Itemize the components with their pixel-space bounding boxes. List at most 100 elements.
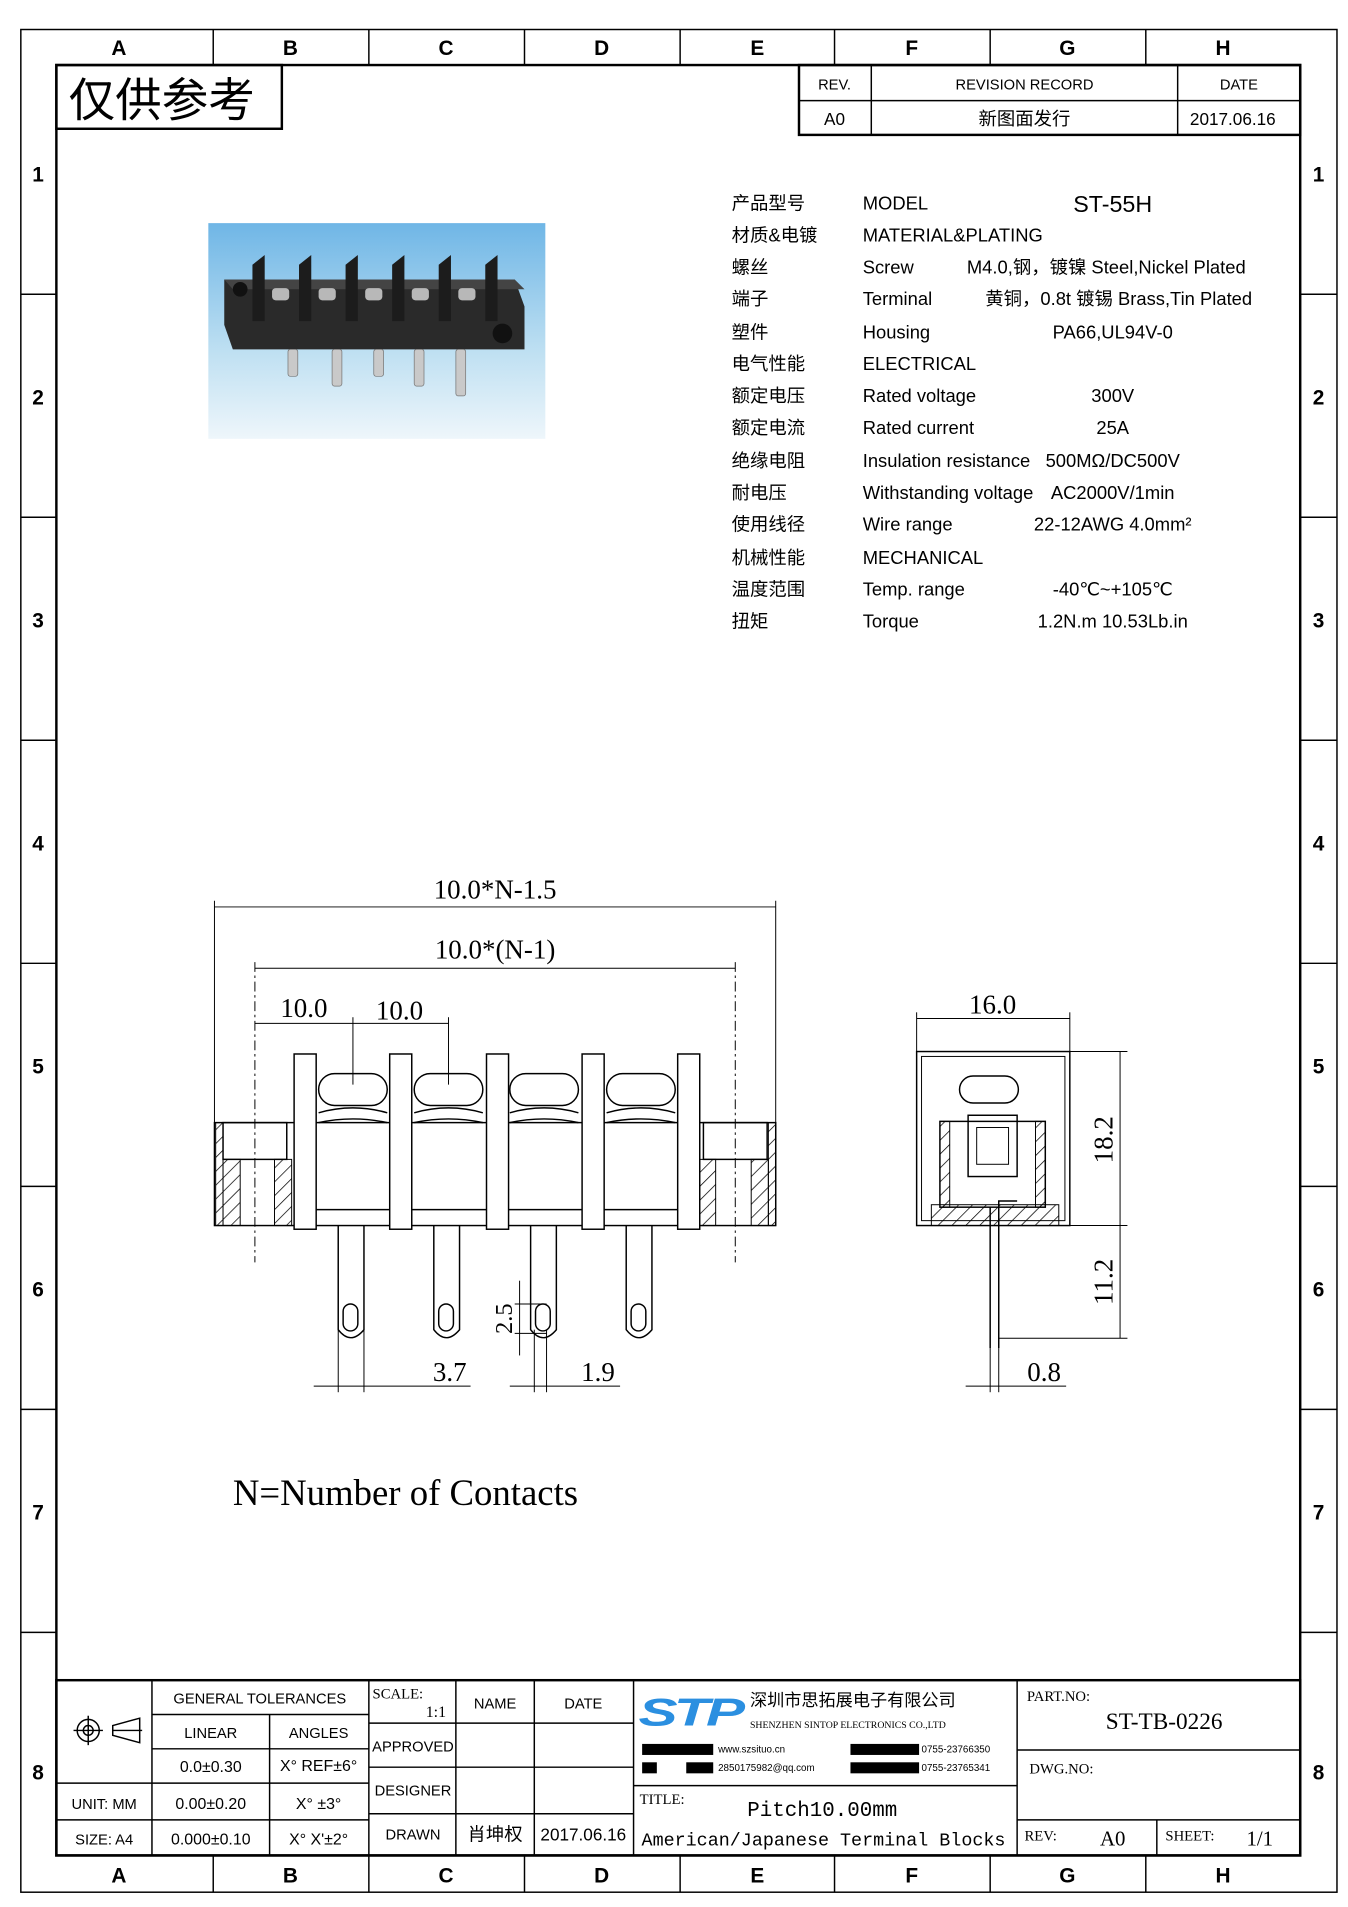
row-label: 6	[32, 1279, 44, 1302]
spec-row: 螺丝 Screw M4.0,钢，镀镍 Steel,Nickel Plated	[732, 256, 1246, 277]
tolerance-angle: X° REF±6°	[280, 1758, 357, 1775]
spec-cn: 螺丝	[732, 256, 769, 277]
contacts-note: N=Number of Contacts	[233, 1472, 578, 1513]
spec-cn: 机械性能	[732, 547, 805, 568]
row-label: 3	[32, 610, 44, 633]
title-line-2: American/Japanese Terminal Blocks	[642, 1831, 1006, 1852]
dim-side-height: 18.2	[1089, 1116, 1119, 1163]
spec-en: Torque	[863, 611, 919, 632]
spec-en: Withstanding voltage	[863, 482, 1034, 503]
spec-en: Rated voltage	[863, 385, 976, 406]
tolerance-angle: X° ±3°	[296, 1796, 341, 1813]
spec-row: 产品型号 MODEL ST-55H	[732, 191, 1153, 217]
tolerance-linear: 0.0±0.30	[180, 1759, 242, 1776]
column-label: D	[594, 1864, 609, 1887]
spec-cn: 端子	[732, 288, 769, 309]
column-label: D	[594, 37, 609, 60]
spec-en: Rated current	[863, 417, 974, 438]
tolerance-linear: 0.000±0.10	[171, 1831, 251, 1848]
column-label: C	[439, 37, 454, 60]
row-label: 4	[32, 833, 44, 856]
dim-pin-thickness: 1.9	[581, 1357, 615, 1387]
spec-cn: 扭矩	[732, 611, 769, 632]
spec-en: Temp. range	[863, 579, 965, 600]
company-logo: STP	[638, 1692, 746, 1735]
spec-cn: 产品型号	[732, 193, 805, 214]
dim-side-width: 16.0	[969, 990, 1016, 1020]
tolerance-linear: 0.00±0.20	[175, 1796, 246, 1813]
revision-date-value: 2017.06.16	[1190, 109, 1276, 129]
rev-value: A0	[1100, 1827, 1125, 1851]
row-label: 2	[1313, 386, 1325, 409]
spec-cn: 额定电压	[732, 385, 805, 406]
spec-value: -40℃~+105℃	[1053, 579, 1173, 600]
dim-span: 10.0*(N-1)	[435, 934, 556, 964]
column-label: F	[905, 37, 918, 60]
tolerance-angle: X° X'±2°	[289, 1831, 348, 1848]
column-label: H	[1215, 37, 1230, 60]
spec-cn: 额定电流	[732, 417, 805, 438]
spec-en: Housing	[863, 321, 930, 342]
column-label: C	[439, 1864, 454, 1887]
projection-symbol-icon	[73, 1715, 143, 1746]
general-tolerances-label: GENERAL TOLERANCES	[173, 1691, 346, 1707]
spec-cn: 电气性能	[732, 353, 805, 374]
approved-label: APPROVED	[372, 1739, 454, 1755]
spec-cn: 塑件	[732, 321, 769, 342]
column-label: G	[1059, 1864, 1075, 1887]
column-label: H	[1215, 1864, 1230, 1887]
column-label: B	[283, 37, 298, 60]
product-photo	[208, 223, 546, 439]
column-label: E	[750, 1864, 764, 1887]
company-phone: 0755-23766350	[922, 1744, 991, 1755]
part-no-label: PART.NO:	[1027, 1689, 1090, 1705]
spec-en: MATERIAL&PLATING	[863, 225, 1043, 246]
revision-record-header: REVISION RECORD	[956, 78, 1094, 94]
spec-value: ST-55H	[1073, 191, 1152, 217]
spec-value: PA66,UL94V-0	[1053, 321, 1173, 342]
dim-overall: 10.0*N-1.5	[434, 874, 557, 904]
row-label: 1	[1313, 163, 1325, 186]
dim-pitch: 10.0	[376, 996, 423, 1026]
spec-cn: 材质&电镀	[732, 225, 818, 246]
row-label: 8	[32, 1761, 44, 1784]
title-label: TITLE:	[640, 1792, 685, 1808]
spec-row: 塑件 Housing PA66,UL94V-0	[732, 321, 1173, 342]
row-label: 1	[32, 163, 44, 186]
row-label: 4	[1313, 833, 1325, 856]
spec-en: MODEL	[863, 193, 928, 214]
row-label: 2	[32, 386, 44, 409]
spec-value: 25A	[1096, 417, 1129, 438]
dim-pitch: 10.0	[280, 993, 327, 1023]
company-name-en: SHENZHEN SINTOP ELECTRONICS CO.,LTD	[750, 1720, 946, 1731]
designer-label: DESIGNER	[375, 1783, 452, 1799]
sheet-label: SHEET:	[1165, 1829, 1214, 1845]
title-line-1: Pitch10.00mm	[747, 1800, 897, 1823]
part-no-value: ST-TB-0226	[1106, 1709, 1223, 1735]
spec-en: Screw	[863, 256, 915, 277]
column-label: A	[111, 37, 126, 60]
drawn-date: 2017.06.16	[540, 1825, 626, 1845]
spec-cn: 使用线径	[732, 514, 805, 535]
rev-label: REV:	[1024, 1829, 1056, 1845]
company-web: www.szsituo.cn	[717, 1744, 785, 1755]
spec-cn: 绝缘电阻	[732, 450, 805, 471]
spec-row: 额定电流 Rated current 25A	[732, 417, 1130, 438]
front-view-drawing: 10.0*N-1.5 10.0*(N-1) 10.0 10.0	[213, 874, 777, 1393]
title-block: GENERAL TOLERANCES LINEAR ANGLES 0.0±0.3…	[55, 1678, 1302, 1857]
revision-record-value: 新图面发行	[979, 108, 1071, 129]
spec-value: M4.0,钢，镀镍 Steel,Nickel Plated	[967, 256, 1246, 277]
size-label: SIZE: A4	[75, 1832, 133, 1848]
spec-row: 额定电压 Rated voltage 300V	[732, 385, 1135, 406]
dim-pin-length: 11.2	[1089, 1259, 1119, 1305]
spec-value: 300V	[1091, 385, 1135, 406]
date-header: DATE	[1220, 78, 1258, 94]
